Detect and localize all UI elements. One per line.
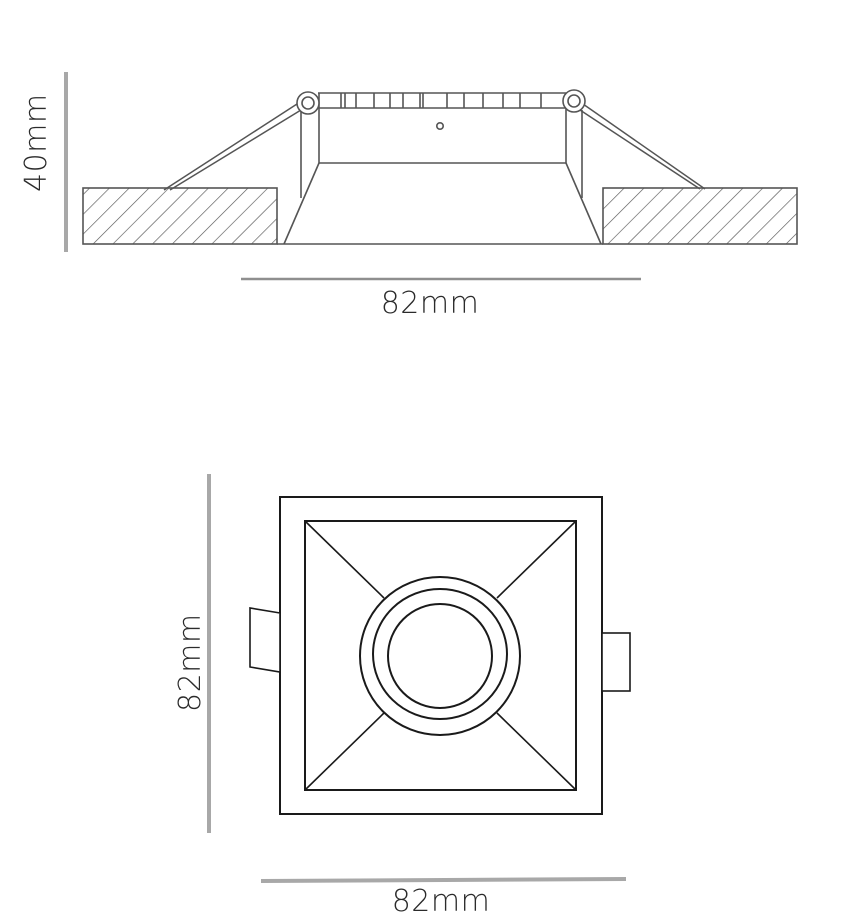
inner-reflector bbox=[304, 520, 577, 791]
top-height-label: 82mm bbox=[173, 613, 208, 712]
side-width-label: 82mm bbox=[380, 286, 480, 321]
reflector-diagonals bbox=[304, 520, 577, 791]
top-width-label: 82mm bbox=[391, 884, 491, 919]
side-section-view bbox=[64, 72, 798, 281]
spring-clip-left bbox=[163, 91, 320, 191]
top-plan-view bbox=[207, 474, 631, 883]
side-height-label: 40mm bbox=[19, 93, 54, 192]
spring-clip-right bbox=[562, 89, 706, 190]
spring-tab-left bbox=[249, 607, 281, 673]
top-width-dimension-line bbox=[260, 877, 627, 883]
ceiling-section-left bbox=[82, 187, 278, 245]
fixture-body bbox=[283, 92, 602, 245]
ceiling-section-right bbox=[602, 187, 798, 245]
spring-tab-right bbox=[601, 632, 631, 692]
lens-rings bbox=[359, 576, 521, 736]
